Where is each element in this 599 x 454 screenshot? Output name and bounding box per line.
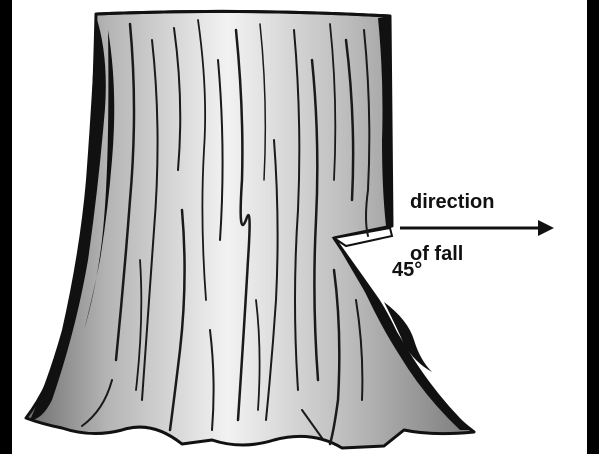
direction-label-line1: direction (410, 189, 494, 215)
notch-angle-label: 45° (392, 258, 422, 282)
stump-diagram (12, 0, 587, 454)
direction-of-fall-label: direction of fall (410, 163, 494, 293)
direction-label-line2: of fall (410, 241, 494, 267)
diagram-panel: direction of fall 45° (12, 0, 587, 454)
